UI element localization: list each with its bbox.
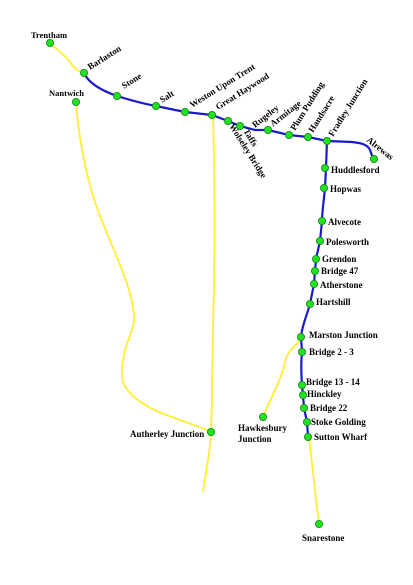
- label-bridge-22: Bridge 22: [310, 403, 348, 413]
- canal-shropshire-union: [75, 101, 212, 433]
- label-bridge-47: Bridge 47: [321, 266, 359, 276]
- label-marston: Marston Junction: [309, 330, 378, 340]
- station-alrewas[interactable]: [369, 154, 378, 163]
- station-atherstone[interactable]: [309, 279, 318, 288]
- station-weston[interactable]: [180, 108, 189, 117]
- station-bridge-2-3[interactable]: [297, 347, 306, 356]
- station-stone[interactable]: [113, 92, 122, 101]
- station-trentham[interactable]: [46, 39, 55, 48]
- station-hopwas[interactable]: [319, 183, 328, 192]
- route-coventry-canal: [299, 140, 329, 438]
- station-armitage[interactable]: [263, 126, 272, 135]
- station-grendon[interactable]: [311, 254, 320, 263]
- station-bridge-47[interactable]: [310, 266, 319, 275]
- label-hawkesbury-line1: Hawkesbury: [238, 423, 288, 433]
- station-hartshill[interactable]: [305, 299, 314, 308]
- station-barlaston[interactable]: [80, 69, 89, 78]
- label-nantwich: Nantwich: [49, 88, 84, 98]
- station-autherley[interactable]: [206, 427, 215, 436]
- station-hawkesbury[interactable]: [258, 412, 267, 421]
- label-fradley: Fradley Junction: [326, 77, 369, 138]
- label-bridge-13-14: Bridge 13 - 14: [306, 377, 360, 387]
- label-grendon: Grendon: [322, 254, 356, 264]
- station-great-haywood[interactable]: [207, 111, 216, 120]
- main-route: [82, 72, 375, 438]
- station-handsacre[interactable]: [303, 132, 312, 141]
- label-bridge-2-3: Bridge 2 - 3: [309, 347, 354, 357]
- station-huddlesford[interactable]: [320, 163, 329, 172]
- canal-trentham-branch: [49, 42, 85, 74]
- stations: [46, 39, 378, 529]
- label-trentham: Trentham: [31, 30, 67, 40]
- yellow-canals: [49, 42, 320, 525]
- label-autherley: Autherley Junction: [130, 429, 204, 439]
- canal-ashby: [308, 436, 320, 525]
- station-snarestone[interactable]: [314, 520, 323, 529]
- label-hawkesbury-line2: Junction: [238, 434, 272, 444]
- label-atherstone: Atherstone: [320, 280, 363, 290]
- station-salt[interactable]: [151, 102, 160, 111]
- label-salt: Salt: [158, 88, 176, 104]
- station-fradley[interactable]: [322, 136, 331, 145]
- label-snarestone: Snarestone: [302, 533, 344, 543]
- station-alvecote[interactable]: [317, 216, 326, 225]
- labels-rotated: Barlaston Stone Salt Weston Upon Trent G…: [86, 43, 396, 180]
- station-rugeley[interactable]: [235, 122, 244, 131]
- label-hopwas: Hopwas: [330, 184, 362, 194]
- label-stone: Stone: [120, 71, 144, 91]
- label-hinckley: Hinckley: [307, 389, 342, 399]
- canal-staffs-worcs: [202, 113, 216, 493]
- label-huddlesford: Huddlesford: [331, 165, 380, 175]
- station-nantwich[interactable]: [72, 98, 81, 107]
- label-stoke-golding: Stoke Golding: [311, 417, 366, 427]
- station-plum-pudding[interactable]: [284, 130, 293, 139]
- station-sutton-wharf[interactable]: [303, 432, 312, 441]
- label-hartshill: Hartshill: [316, 297, 351, 307]
- label-polesworth: Polesworth: [326, 237, 369, 247]
- station-hinckley[interactable]: [298, 390, 307, 399]
- label-alvecote: Alvecote: [328, 217, 361, 227]
- route-trent-mersey: [82, 72, 375, 160]
- station-stoke-golding[interactable]: [302, 417, 311, 426]
- station-bridge-13-14[interactable]: [297, 380, 306, 389]
- label-barlaston: Barlaston: [86, 43, 123, 71]
- station-bridge-22[interactable]: [299, 403, 308, 412]
- station-taffs[interactable]: [223, 117, 232, 126]
- station-marston[interactable]: [296, 332, 305, 341]
- labels-horizontal: Trentham Nantwich Huddlesford Hopwas Alv…: [31, 30, 380, 543]
- station-polesworth[interactable]: [315, 236, 324, 245]
- label-sutton-wharf: Sutton Wharf: [314, 432, 368, 442]
- canal-coventry-to-hawkesbury: [262, 336, 302, 418]
